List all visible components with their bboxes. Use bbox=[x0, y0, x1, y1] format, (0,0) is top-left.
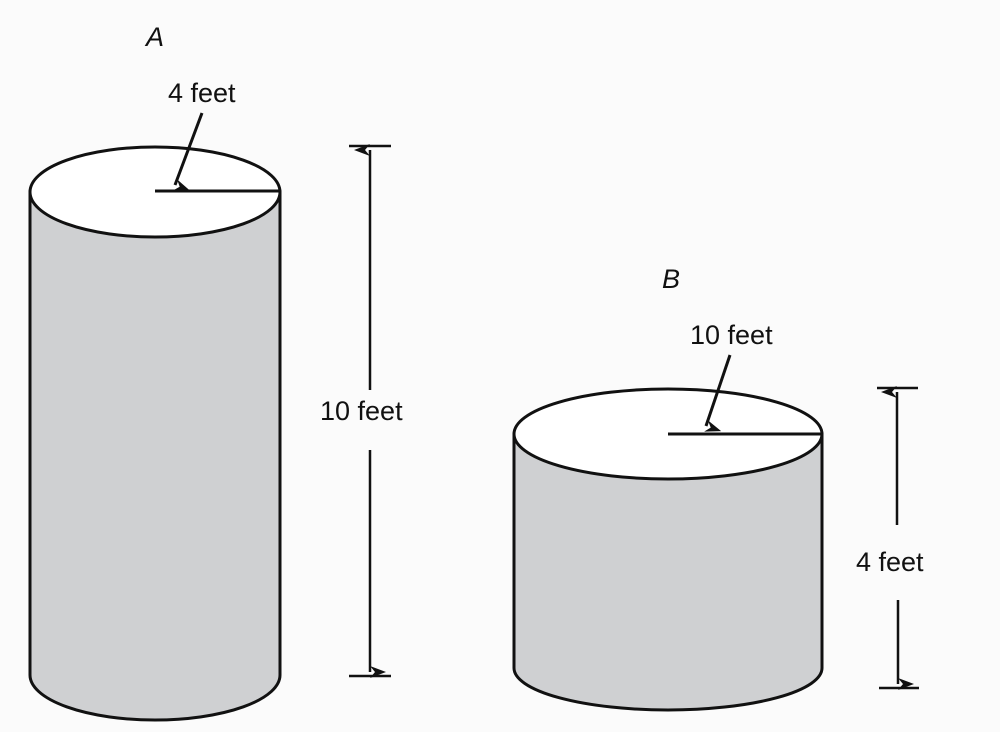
cylinder-b-height-label: 4 feet bbox=[856, 547, 924, 577]
cylinder-a bbox=[28, 112, 282, 722]
cylinder-a-radius-arrow bbox=[172, 112, 204, 191]
cylinder-b-side bbox=[512, 432, 824, 712]
cylinder-a-height-dimension bbox=[349, 144, 391, 678]
cylinder-a-title: A bbox=[146, 22, 165, 52]
cylinder-a-side bbox=[28, 190, 282, 722]
cylinder-a-height-label: 10 feet bbox=[320, 396, 403, 426]
cylinder-a-radius-label: 4 feet bbox=[168, 78, 236, 108]
cylinder-b bbox=[512, 354, 824, 712]
cylinder-b-title: B bbox=[662, 264, 681, 294]
cylinder-b-radius-label: 10 feet bbox=[690, 320, 773, 350]
cylinder-b-radius-arrow bbox=[704, 354, 732, 432]
cylinder-b-height-dimension bbox=[877, 386, 919, 690]
